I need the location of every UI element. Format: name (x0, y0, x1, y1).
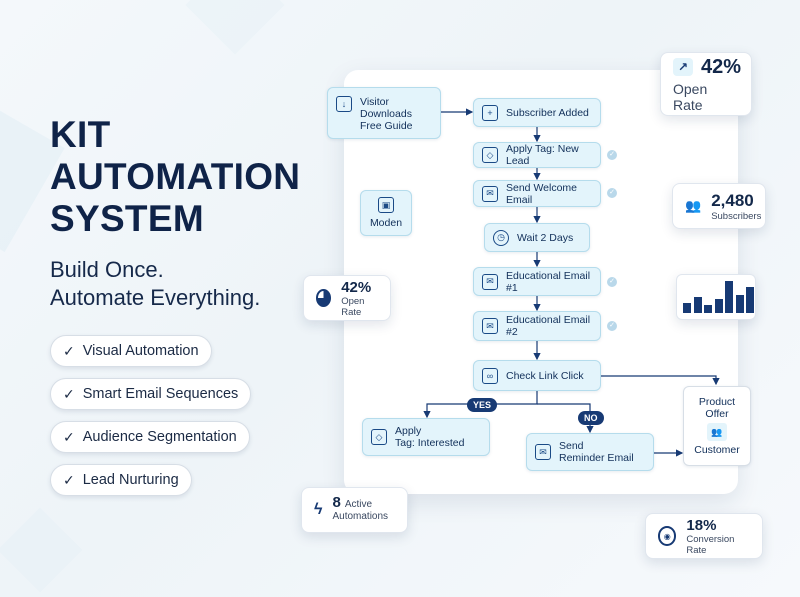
step-label: Subscriber Added (506, 106, 589, 119)
trend-up-icon: ↗ (673, 58, 693, 76)
product-offer-node[interactable]: Product Offer 👥 Customer (683, 386, 751, 466)
page-title: KIT AUTOMATION SYSTEM (50, 114, 300, 240)
stat-value: 42% (701, 55, 742, 78)
mini-bar (704, 305, 712, 313)
mail-icon: ✉ (535, 444, 551, 460)
bolt-icon: ϟ (314, 501, 323, 518)
title-line-3: SYSTEM (50, 198, 204, 239)
download-icon: ↓ (336, 96, 352, 112)
mini-bar-chart (676, 274, 756, 320)
branch-line-2: Reminder Email (559, 452, 634, 464)
step-label: Educational Email #1 (506, 269, 591, 294)
step-label: Wait 2 Days (517, 231, 574, 244)
stat-card-subscribers: 👥 2,480 Subscribers (672, 183, 766, 229)
mini-bar (683, 303, 691, 313)
title-line-2: AUTOMATION (50, 156, 301, 197)
check-icon: ✓ (63, 471, 75, 488)
mini-bar (746, 287, 754, 313)
step-educational-email-1[interactable]: ✉ Educational Email #1 (473, 267, 601, 296)
mail-icon: ✉ (482, 185, 498, 202)
side-node-label: Moden (369, 217, 403, 229)
side-node[interactable]: ▣ Moden (360, 190, 412, 236)
no-badge: NO (578, 411, 604, 425)
mini-bar (735, 295, 744, 313)
step-subscriber-added[interactable]: + Subscriber Added (473, 98, 601, 127)
branch-apply-tag-interested[interactable]: ◇ Apply Tag: Interested (362, 418, 490, 456)
pie-chart-icon (316, 289, 332, 307)
mail-icon: ✉ (482, 273, 498, 290)
trigger-line-3: Free Guide (360, 120, 413, 132)
stat-value: 2,480 (711, 190, 754, 210)
subtitle-line-2: Automate Everything. (50, 285, 261, 310)
stat-label-line-2: Automations (332, 511, 389, 522)
step-educational-email-2[interactable]: ✉ Educational Email #2 (473, 311, 601, 341)
offer-line-3: Customer (694, 444, 740, 456)
step-send-welcome-email[interactable]: ✉ Send Welcome Email (473, 180, 601, 207)
step-label: Apply Tag: New Lead (506, 143, 579, 167)
offer-line-1: Product (698, 396, 736, 408)
tag-icon: ◇ (482, 147, 498, 163)
step-label: Educational Email #2 (506, 314, 591, 338)
status-check-icon: ✓ (607, 321, 617, 331)
step-wait-2-days[interactable]: ◷ Wait 2 Days (484, 223, 590, 252)
feature-pill-smart-email-sequences: ✓ Smart Email Sequences (50, 378, 252, 410)
feature-pill-audience-segmentation: ✓ Audience Segmentation (50, 421, 250, 453)
branch-line-2: Tag: Interested (395, 437, 465, 449)
stat-value: 42% (341, 278, 372, 296)
check-icon: ✓ (63, 428, 75, 445)
mini-bar (714, 299, 723, 313)
step-label: Send Welcome Email (506, 181, 578, 206)
link-icon: ∞ (482, 367, 498, 384)
background-shape (185, 0, 285, 55)
subtitle: Build Once. Automate Everything. (50, 256, 260, 312)
stat-card-conversion-rate: ◉ 18% Conversion Rate (645, 513, 763, 559)
stat-label: Subscribers (711, 210, 762, 222)
image-icon: ▣ (378, 197, 394, 213)
step-label: Check Link Click (506, 369, 584, 382)
stat-card-open-rate-top: ↗ 42% Open Rate (660, 52, 752, 116)
stat-card-open-rate-left: 42% Open Rate (303, 275, 391, 321)
step-apply-tag-new-lead[interactable]: ◇ Apply Tag: New Lead (473, 142, 601, 168)
status-check-icon: ✓ (607, 150, 617, 160)
trigger-node[interactable]: ↓ Visitor Downloads Free Guide (327, 87, 441, 139)
status-check-icon: ✓ (607, 277, 617, 287)
stat-value: 8 (332, 494, 341, 511)
stat-value: 18% (686, 516, 717, 534)
user-plus-icon: + (482, 104, 498, 121)
users-icon: 👥 (685, 198, 702, 213)
feature-label: Audience Segmentation (82, 429, 237, 445)
feature-label: Smart Email Sequences (82, 386, 239, 402)
mini-bar (725, 281, 733, 313)
mail-icon: ✉ (482, 318, 498, 334)
offer-line-2: Offer (705, 408, 729, 420)
status-check-icon: ✓ (607, 188, 617, 198)
subtitle-line-1: Build Once. (50, 257, 164, 282)
tag-icon: ◇ (371, 429, 387, 445)
branch-line-1: Apply (395, 425, 422, 437)
feature-label: Visual Automation (82, 343, 199, 359)
stat-label: Conversion Rate (686, 533, 735, 556)
feature-pill-visual-automation: ✓ Visual Automation (50, 335, 212, 367)
check-icon: ✓ (63, 385, 75, 402)
branch-line-1: Send (559, 440, 584, 452)
clock-icon: ◷ (493, 229, 509, 246)
mini-bar (693, 297, 702, 313)
yes-badge: YES (467, 398, 498, 412)
feature-label: Lead Nurturing (82, 472, 179, 488)
background-shape (0, 507, 83, 593)
feature-pill-lead-nurturing: ✓ Lead Nurturing (50, 464, 192, 496)
users-icon: 👥 (707, 423, 727, 441)
branch-send-reminder-email[interactable]: ✉ Send Reminder Email (526, 433, 654, 471)
trigger-line-1: Visitor (360, 96, 389, 108)
step-check-link-click[interactable]: ∞ Check Link Click (473, 360, 601, 391)
trigger-line-2: Downloads (360, 108, 412, 120)
stat-card-automations: ϟ 8 Active Automations (301, 487, 408, 533)
target-icon: ◉ (658, 526, 677, 546)
stat-label-line-1: Active (344, 499, 373, 510)
stat-label: Open Rate (341, 295, 365, 318)
title-line-1: KIT (50, 114, 111, 155)
stat-label: Open Rate (673, 80, 708, 113)
check-icon: ✓ (63, 342, 75, 359)
